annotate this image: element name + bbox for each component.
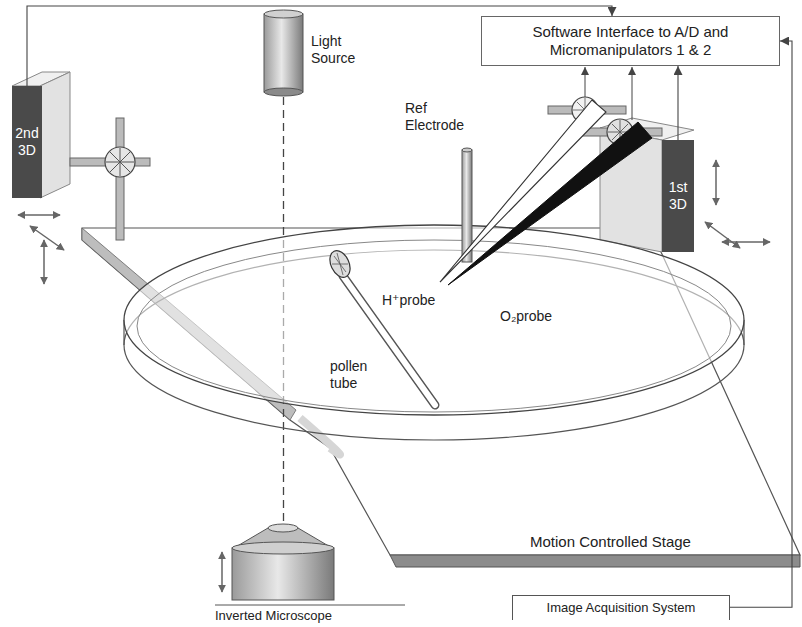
motion-arrow [18, 214, 60, 216]
box-text: 1st 3D [664, 179, 692, 213]
pollen-grain-texture [332, 253, 348, 275]
signal-connector [730, 41, 792, 607]
probe-label: O₂probe [500, 308, 552, 325]
base-line [215, 605, 405, 606]
knob-spokes [106, 148, 134, 176]
motion-arrow [722, 241, 770, 243]
objective-lens [268, 524, 298, 532]
signal-wire [585, 67, 586, 97]
box-text: 2nd 3D [14, 125, 40, 159]
stage-edge [390, 555, 800, 567]
o2-probe-electrode [448, 122, 652, 285]
stage-band [300, 418, 340, 455]
focus-arrow [221, 552, 223, 592]
part-label: Light Source [311, 33, 371, 67]
light-source-top [264, 10, 303, 18]
manipulator-block: 1st 3D [662, 140, 694, 252]
signal-wire [632, 67, 633, 120]
microscope-body-top [232, 542, 334, 554]
pollen-grain [326, 248, 354, 281]
reference-electrode-top [462, 148, 472, 152]
box-text: Image Acquisition System [521, 600, 721, 616]
part-label: pollen tube [330, 358, 382, 392]
light-source-bottom [264, 88, 303, 96]
motion-arrow [715, 160, 717, 205]
motion-arrow [43, 240, 45, 284]
microscope-body [232, 548, 334, 600]
light-source-body [264, 14, 303, 92]
motion-arrow [30, 226, 64, 250]
manipulator-knob [105, 147, 135, 177]
part-label: Inverted Microscope [215, 608, 332, 624]
image-acquisition-box: Image Acquisition System [512, 595, 730, 620]
box-text: Software Interface to A/D and Micromanip… [490, 23, 771, 59]
probe-label: H⁺probe [382, 292, 435, 309]
block-side [40, 72, 70, 198]
signal-connector [677, 66, 678, 140]
part-label: Ref Electrode [405, 100, 477, 134]
dish-rim [124, 225, 744, 415]
software-interface-box: Software Interface to A/D and Micromanip… [481, 16, 780, 66]
dish-inner-rim [137, 240, 731, 412]
part-label: Motion Controlled Stage [530, 533, 691, 551]
manipulator-block: 2nd 3D [12, 86, 42, 198]
manipulator-rod [116, 118, 124, 240]
motion-arrow [705, 222, 740, 248]
h-probe-pipette [440, 100, 606, 282]
